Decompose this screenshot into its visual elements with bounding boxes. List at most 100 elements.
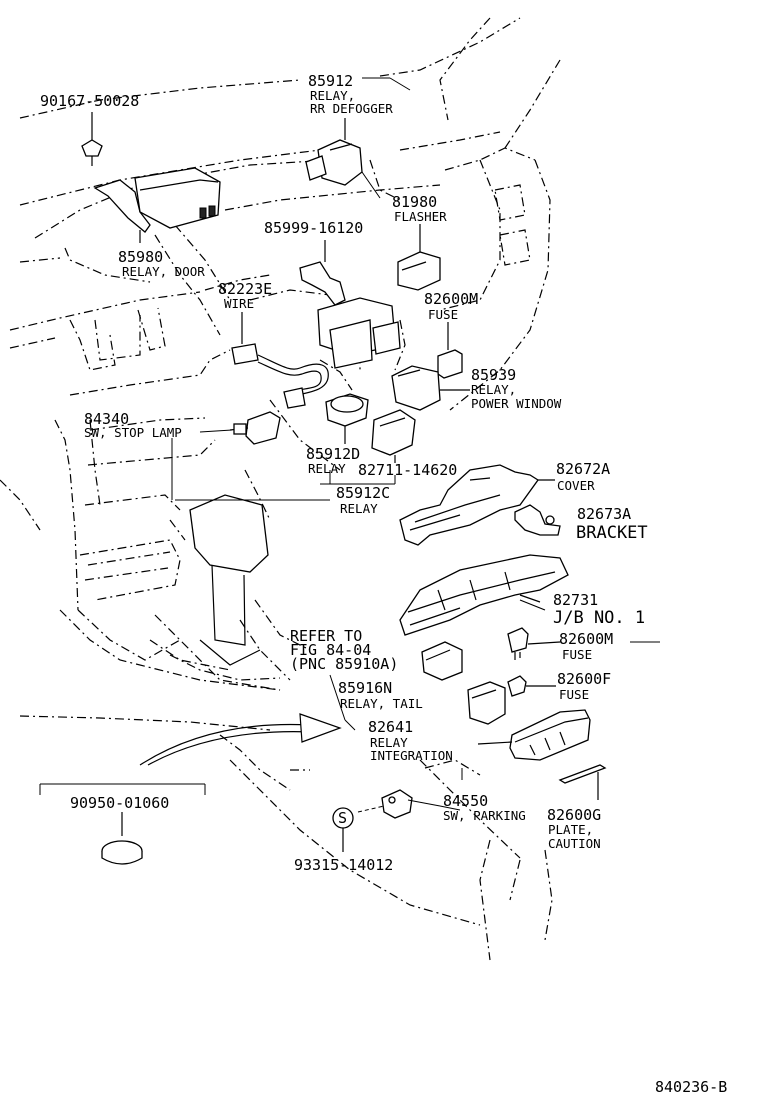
part-number: 93315-14012: [294, 856, 393, 874]
part-description: J/B NO. 1: [553, 608, 645, 628]
callout-82600f: 82600F FUSE: [557, 670, 611, 702]
part-description: RELAY: [340, 501, 378, 516]
part-number: 90167-50028: [40, 92, 139, 110]
part-description: RELAY, DOOR: [122, 264, 205, 279]
part-number: 82672A: [556, 460, 610, 478]
callout-81980: 81980 FLASHER: [392, 193, 447, 224]
screw-symbol-letter: S: [338, 809, 347, 827]
part-description: RELAY: [308, 461, 346, 476]
part-description: RELAY, TAIL: [340, 696, 423, 711]
part-number: 85912C: [336, 484, 390, 502]
part-number: 81980: [392, 193, 437, 211]
callout-82673a: 82673A BRACKET: [576, 505, 648, 543]
bolt-part: [81, 112, 103, 166]
part-description: RELAY,: [471, 382, 516, 397]
part-number: 85916N: [338, 679, 392, 697]
callout-82711-14620: 82711-14620: [358, 461, 457, 479]
junction-block-part: [317, 297, 401, 369]
part-description: FUSE: [562, 647, 592, 662]
callout-85939: 85939 RELAY, POWER WINDOW: [471, 366, 562, 411]
callout-82600m-top: 82600M FUSE: [424, 290, 478, 322]
bracket-82673a-part: [514, 504, 561, 536]
relay-integration-part: [477, 709, 591, 761]
part-number: 85999-16120: [264, 219, 363, 237]
fuse-f-part: [507, 675, 556, 697]
part-number: 82600M: [559, 630, 613, 648]
part-number: 82600F: [557, 670, 611, 688]
part-number: 85912D: [306, 445, 360, 463]
refer-text: FIG 84-04: [290, 641, 371, 659]
relay-82711-part: [371, 409, 416, 463]
part-number: 85939: [471, 366, 516, 384]
leader-lines: [39, 77, 660, 811]
part-description: WIRE: [224, 296, 254, 311]
callout-82731: 82731 J/B NO. 1: [553, 591, 645, 628]
callout-82600m-bottom: 82600M FUSE: [559, 630, 613, 662]
refer-text: REFER TO: [290, 627, 362, 645]
relay-door-part: [93, 167, 221, 243]
dashboard-outline: [0, 17, 561, 961]
callout-85912c: 85912C RELAY: [336, 484, 390, 516]
refer-text: (PNC 85910A): [290, 655, 398, 673]
part-number: 82600G: [547, 806, 601, 824]
junction-block-82731-part: [399, 554, 569, 636]
callout-90167-50028: 90167-50028: [40, 92, 139, 110]
part-description: SW, STOP LAMP: [84, 425, 182, 440]
part-number: 82711-14620: [358, 461, 457, 479]
part-description: SW, PARKING: [443, 808, 526, 823]
part-description: CAUTION: [548, 836, 601, 851]
grommet-part: [101, 812, 143, 865]
part-description: COVER: [557, 478, 595, 493]
callout-93315-14012: S 93315-14012: [294, 809, 393, 874]
callout-84340: 84340 SW, STOP LAMP: [84, 410, 182, 440]
part-number: 85980: [118, 248, 163, 266]
part-description: FUSE: [428, 307, 458, 322]
callout-85912d: 85912D RELAY: [306, 445, 360, 476]
part-number: 90950-01060: [70, 794, 169, 812]
part-description: RR DEFOGGER: [310, 101, 393, 116]
part-number: 85912: [308, 72, 353, 90]
callout-84550: 84550 SW, PARKING: [443, 792, 526, 823]
part-description: PLATE,: [548, 822, 593, 837]
bracket-part: [299, 240, 346, 306]
callout-82600g: 82600G PLATE, CAUTION: [547, 806, 601, 851]
part-number: 82223E: [218, 280, 272, 298]
part-description: INTEGRATION: [370, 748, 453, 763]
part-description: BRACKET: [576, 523, 648, 543]
callout-82223e: 82223E WIRE: [218, 280, 272, 311]
reference-arrow: [139, 713, 342, 766]
fuse-bottom-part: [507, 627, 561, 660]
relay-85912d-part: [325, 393, 369, 444]
parking-switch-part: [357, 789, 413, 819]
part-description: FLASHER: [394, 209, 447, 224]
callout-refer-to: REFER TO FIG 84-04 (PNC 85910A): [290, 627, 398, 673]
callout-85916n: 85916N RELAY, TAIL: [338, 679, 423, 711]
relay-tail-part: [467, 681, 506, 725]
fuse-top-part: [437, 322, 463, 379]
callout-90950-01060: 90950-01060: [70, 794, 169, 812]
part-number: 82673A: [577, 505, 631, 523]
screw-symbol: [332, 807, 354, 852]
part-number: 84340: [84, 410, 129, 428]
part-number: 82731: [553, 591, 598, 609]
stop-lamp-switch-part: [229, 411, 281, 445]
part-description: POWER WINDOW: [471, 396, 562, 411]
callout-85912: 85912 RELAY, RR DEFOGGER: [308, 72, 393, 116]
relay-power-window-part: [391, 365, 470, 411]
relay-rr-defogger-part: [305, 118, 363, 186]
part-description: FUSE: [559, 687, 589, 702]
part-description: RELAY,: [310, 88, 355, 103]
callout-85980: 85980 RELAY, DOOR: [118, 248, 205, 279]
part-number: 82641: [368, 718, 413, 736]
diagram-id: 840236-B: [655, 1078, 727, 1096]
wire-part: [231, 312, 329, 409]
cover-part: [399, 464, 555, 546]
callout-82672a: 82672A COVER: [556, 460, 610, 493]
shift-lever: [189, 494, 269, 666]
part-number: 84550: [443, 792, 488, 810]
callout-85999-16120: 85999-16120: [264, 219, 363, 237]
callout-82641: 82641 RELAY INTEGRATION: [368, 718, 453, 763]
flasher-part: [397, 224, 441, 291]
relay-85910a-part: [421, 641, 463, 681]
